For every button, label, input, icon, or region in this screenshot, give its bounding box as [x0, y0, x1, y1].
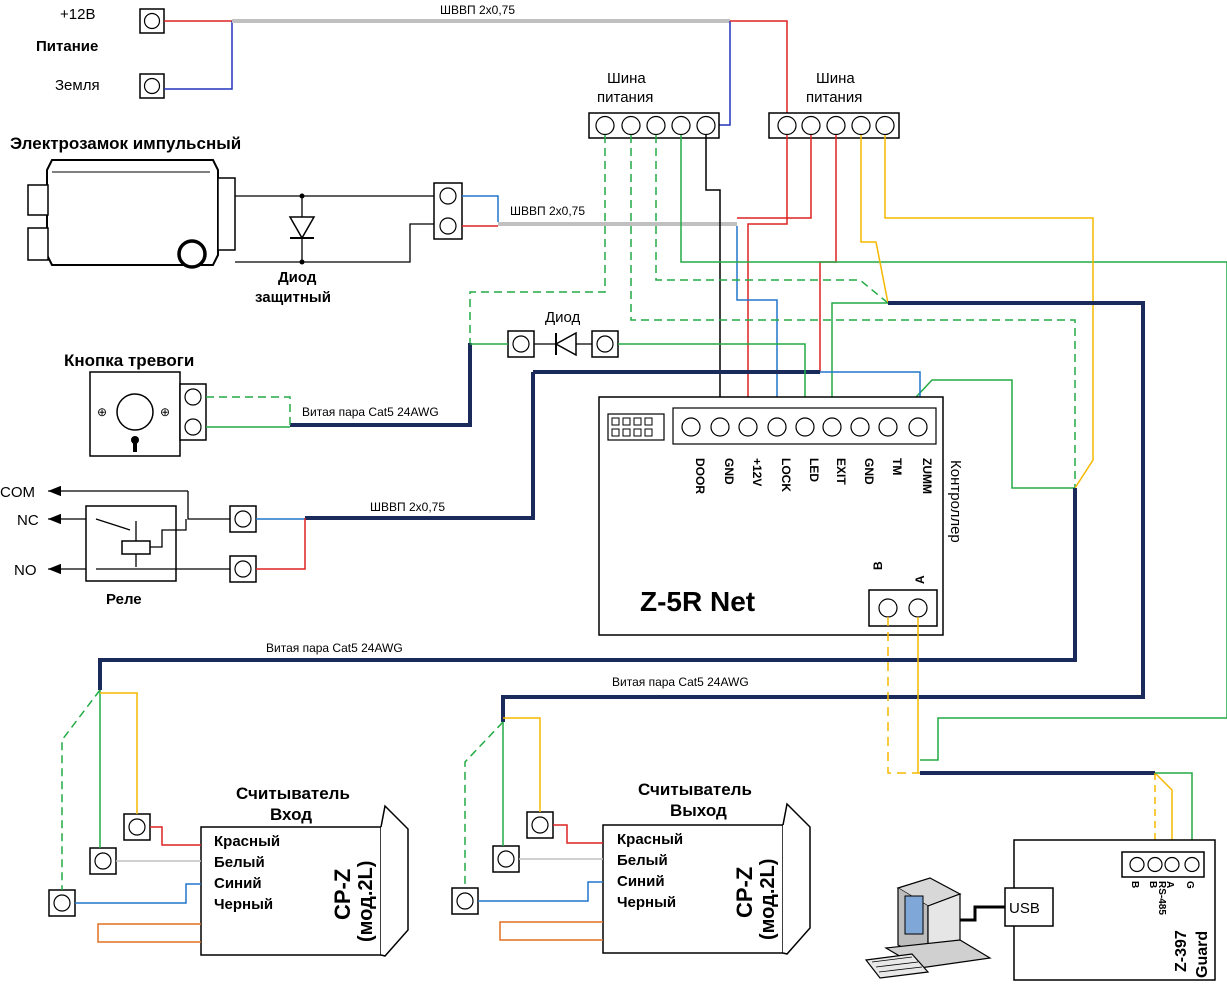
guard-rs485: RS-485: [1156, 881, 1167, 915]
guard-usb: USB: [1009, 900, 1040, 917]
ground-label: Земля: [55, 77, 100, 94]
guard-pin-2: B: [1147, 881, 1158, 888]
cable-top-label: ШВВП 2х0,75: [440, 3, 515, 17]
controller: DOOR GND +12V LOCK LED EXIT GND TM ZUMM …: [598, 396, 964, 636]
reader-in: Считыватель Вход Красный Белый Синий Чер…: [200, 784, 409, 957]
reader-in-model-1: CP-Z: [330, 869, 355, 920]
bus-left-label-2: питания: [597, 89, 653, 106]
guard-converter: USB B B A G RS-485 Z-397 Guard: [1004, 839, 1216, 981]
svg-text:⊕: ⊕: [97, 405, 107, 419]
lock-title: Электрозамок импульсный: [10, 134, 241, 153]
cable-relay-label: ШВВП 2х0,75: [370, 500, 445, 514]
reader-in-title-1: Считыватель: [236, 784, 350, 803]
pin-exit: EXIT: [834, 458, 848, 485]
tp-reader-out-label: Витая пара Cat5 24AWG: [612, 675, 749, 689]
pin-tm: TM: [890, 458, 904, 475]
electric-lock: Электрозамок импульсный: [10, 134, 241, 269]
reader-out-model-2: (мод.2L): [757, 859, 779, 940]
reader-in-title-2: Вход: [270, 805, 312, 824]
svg-text:⊕: ⊕: [160, 405, 170, 419]
relay: COM NC NO Реле: [0, 484, 232, 608]
guard-pin-4: G: [1184, 881, 1195, 889]
reader-out-title-1: Считыватель: [638, 780, 752, 799]
pin-lock: LOCK: [779, 458, 793, 492]
plus12-label: +12В: [60, 6, 95, 23]
diode-protect-label-2: защитный: [255, 289, 331, 306]
pin-gnd2: GND: [862, 458, 876, 485]
pin-a: A: [913, 575, 927, 584]
reader-out: Считыватель Выход Красный Белый Синий Че…: [602, 780, 811, 955]
pin-zumm: ZUMM: [920, 458, 934, 494]
pin-gnd: GND: [722, 458, 736, 485]
diode-label: Диод: [545, 309, 581, 326]
reader-out-red: Красный: [617, 831, 683, 848]
reader-out-black: Черный: [617, 894, 676, 911]
reader-in-model-2: (мод.2L): [355, 861, 377, 942]
bus-right: Шина питания: [768, 70, 900, 139]
reader-out-blue: Синий: [617, 873, 665, 890]
controller-side-label: Контроллер: [947, 460, 964, 543]
relay-no: NO: [14, 562, 37, 579]
reader-in-black: Черный: [214, 896, 273, 913]
relay-com: COM: [0, 484, 35, 501]
relay-title: Реле: [106, 591, 142, 608]
diode-protect-label-1: Диод: [278, 269, 317, 286]
pin-12v: +12V: [750, 458, 764, 486]
pin-b: B: [871, 561, 885, 570]
guard-name-2: Guard: [1194, 931, 1211, 978]
bus-left: Шина питания: [588, 70, 720, 139]
power-title: Питание: [36, 38, 98, 55]
pin-led: LED: [807, 458, 821, 482]
guard-name-1: Z-397: [1173, 930, 1190, 972]
guard-pin-1: B: [1129, 881, 1140, 888]
relay-nc: NC: [17, 512, 39, 529]
reader-in-blue: Синий: [214, 875, 262, 892]
bus-right-label-2: питания: [806, 89, 862, 106]
power-block: +12В Питание Земля: [36, 6, 165, 99]
reader-out-title-2: Выход: [670, 801, 727, 820]
reader-out-white: Белый: [617, 852, 668, 869]
tp-alarm-label: Витая пара Cat5 24AWG: [302, 405, 439, 419]
computer-icon: [864, 877, 992, 979]
cable-lock-label: ШВВП 2х0,75: [510, 204, 585, 218]
controller-name: Z-5R Net: [640, 586, 755, 617]
reader-out-model-1: CP-Z: [732, 867, 757, 918]
bus-left-label-1: Шина: [607, 70, 646, 87]
bus-right-label-1: Шина: [816, 70, 855, 87]
tp-reader-in-label: Витая пара Cat5 24AWG: [266, 641, 403, 655]
pin-door: DOOR: [693, 458, 707, 494]
alarm-title: Кнопка тревоги: [64, 351, 194, 370]
alarm-button: ⊕ ⊕: [89, 371, 181, 457]
guard-pin-3: A: [1164, 881, 1175, 888]
reader-in-red: Красный: [214, 833, 280, 850]
reader-in-white: Белый: [214, 854, 265, 871]
